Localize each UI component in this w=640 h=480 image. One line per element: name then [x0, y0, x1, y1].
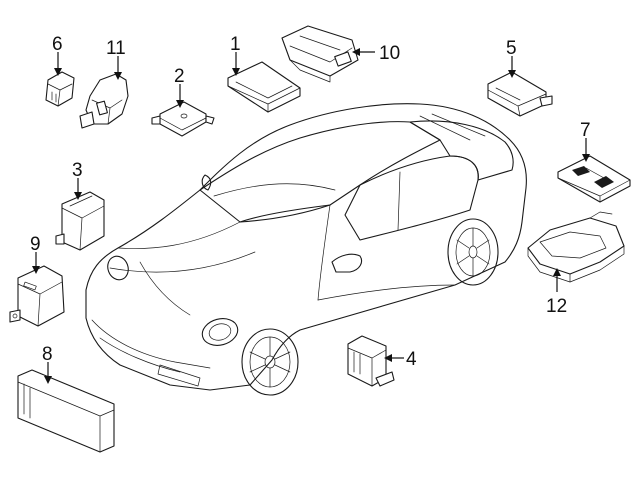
part-3-module[interactable]	[55, 191, 105, 251]
part-2-sensor[interactable]	[151, 101, 215, 137]
part-10-module[interactable]	[281, 25, 359, 83]
part-1-module[interactable]	[227, 61, 301, 113]
callout-12: 12	[546, 296, 567, 317]
part-5-module[interactable]	[487, 71, 553, 117]
callout-10: 10	[379, 43, 400, 64]
car-outline	[85, 103, 527, 396]
callout-5: 5	[506, 38, 517, 59]
callout-1: 1	[230, 34, 241, 55]
part-8-control-unit[interactable]	[17, 369, 115, 453]
callout-7: 7	[580, 120, 591, 141]
front-wheel	[241, 328, 299, 396]
callout-4: 4	[406, 349, 417, 370]
part-7-board[interactable]	[557, 155, 631, 203]
part-12-tray[interactable]	[527, 211, 625, 283]
rear-wheel	[447, 218, 499, 286]
part-9-module[interactable]	[9, 265, 65, 327]
callout-8: 8	[42, 344, 53, 365]
callout-3: 3	[72, 160, 83, 181]
callout-11: 11	[106, 38, 126, 59]
callout-arrows	[32, 48, 590, 384]
part-11-bracket[interactable]	[79, 73, 129, 129]
callout-6: 6	[52, 34, 63, 55]
callout-labels: 1 2 3 4 5 6 7 8 9 10 11 12	[30, 34, 591, 370]
callout-2: 2	[174, 66, 185, 87]
callout-9: 9	[30, 234, 41, 255]
part-6-relay[interactable]	[45, 71, 75, 107]
part-4-module[interactable]	[347, 335, 395, 387]
